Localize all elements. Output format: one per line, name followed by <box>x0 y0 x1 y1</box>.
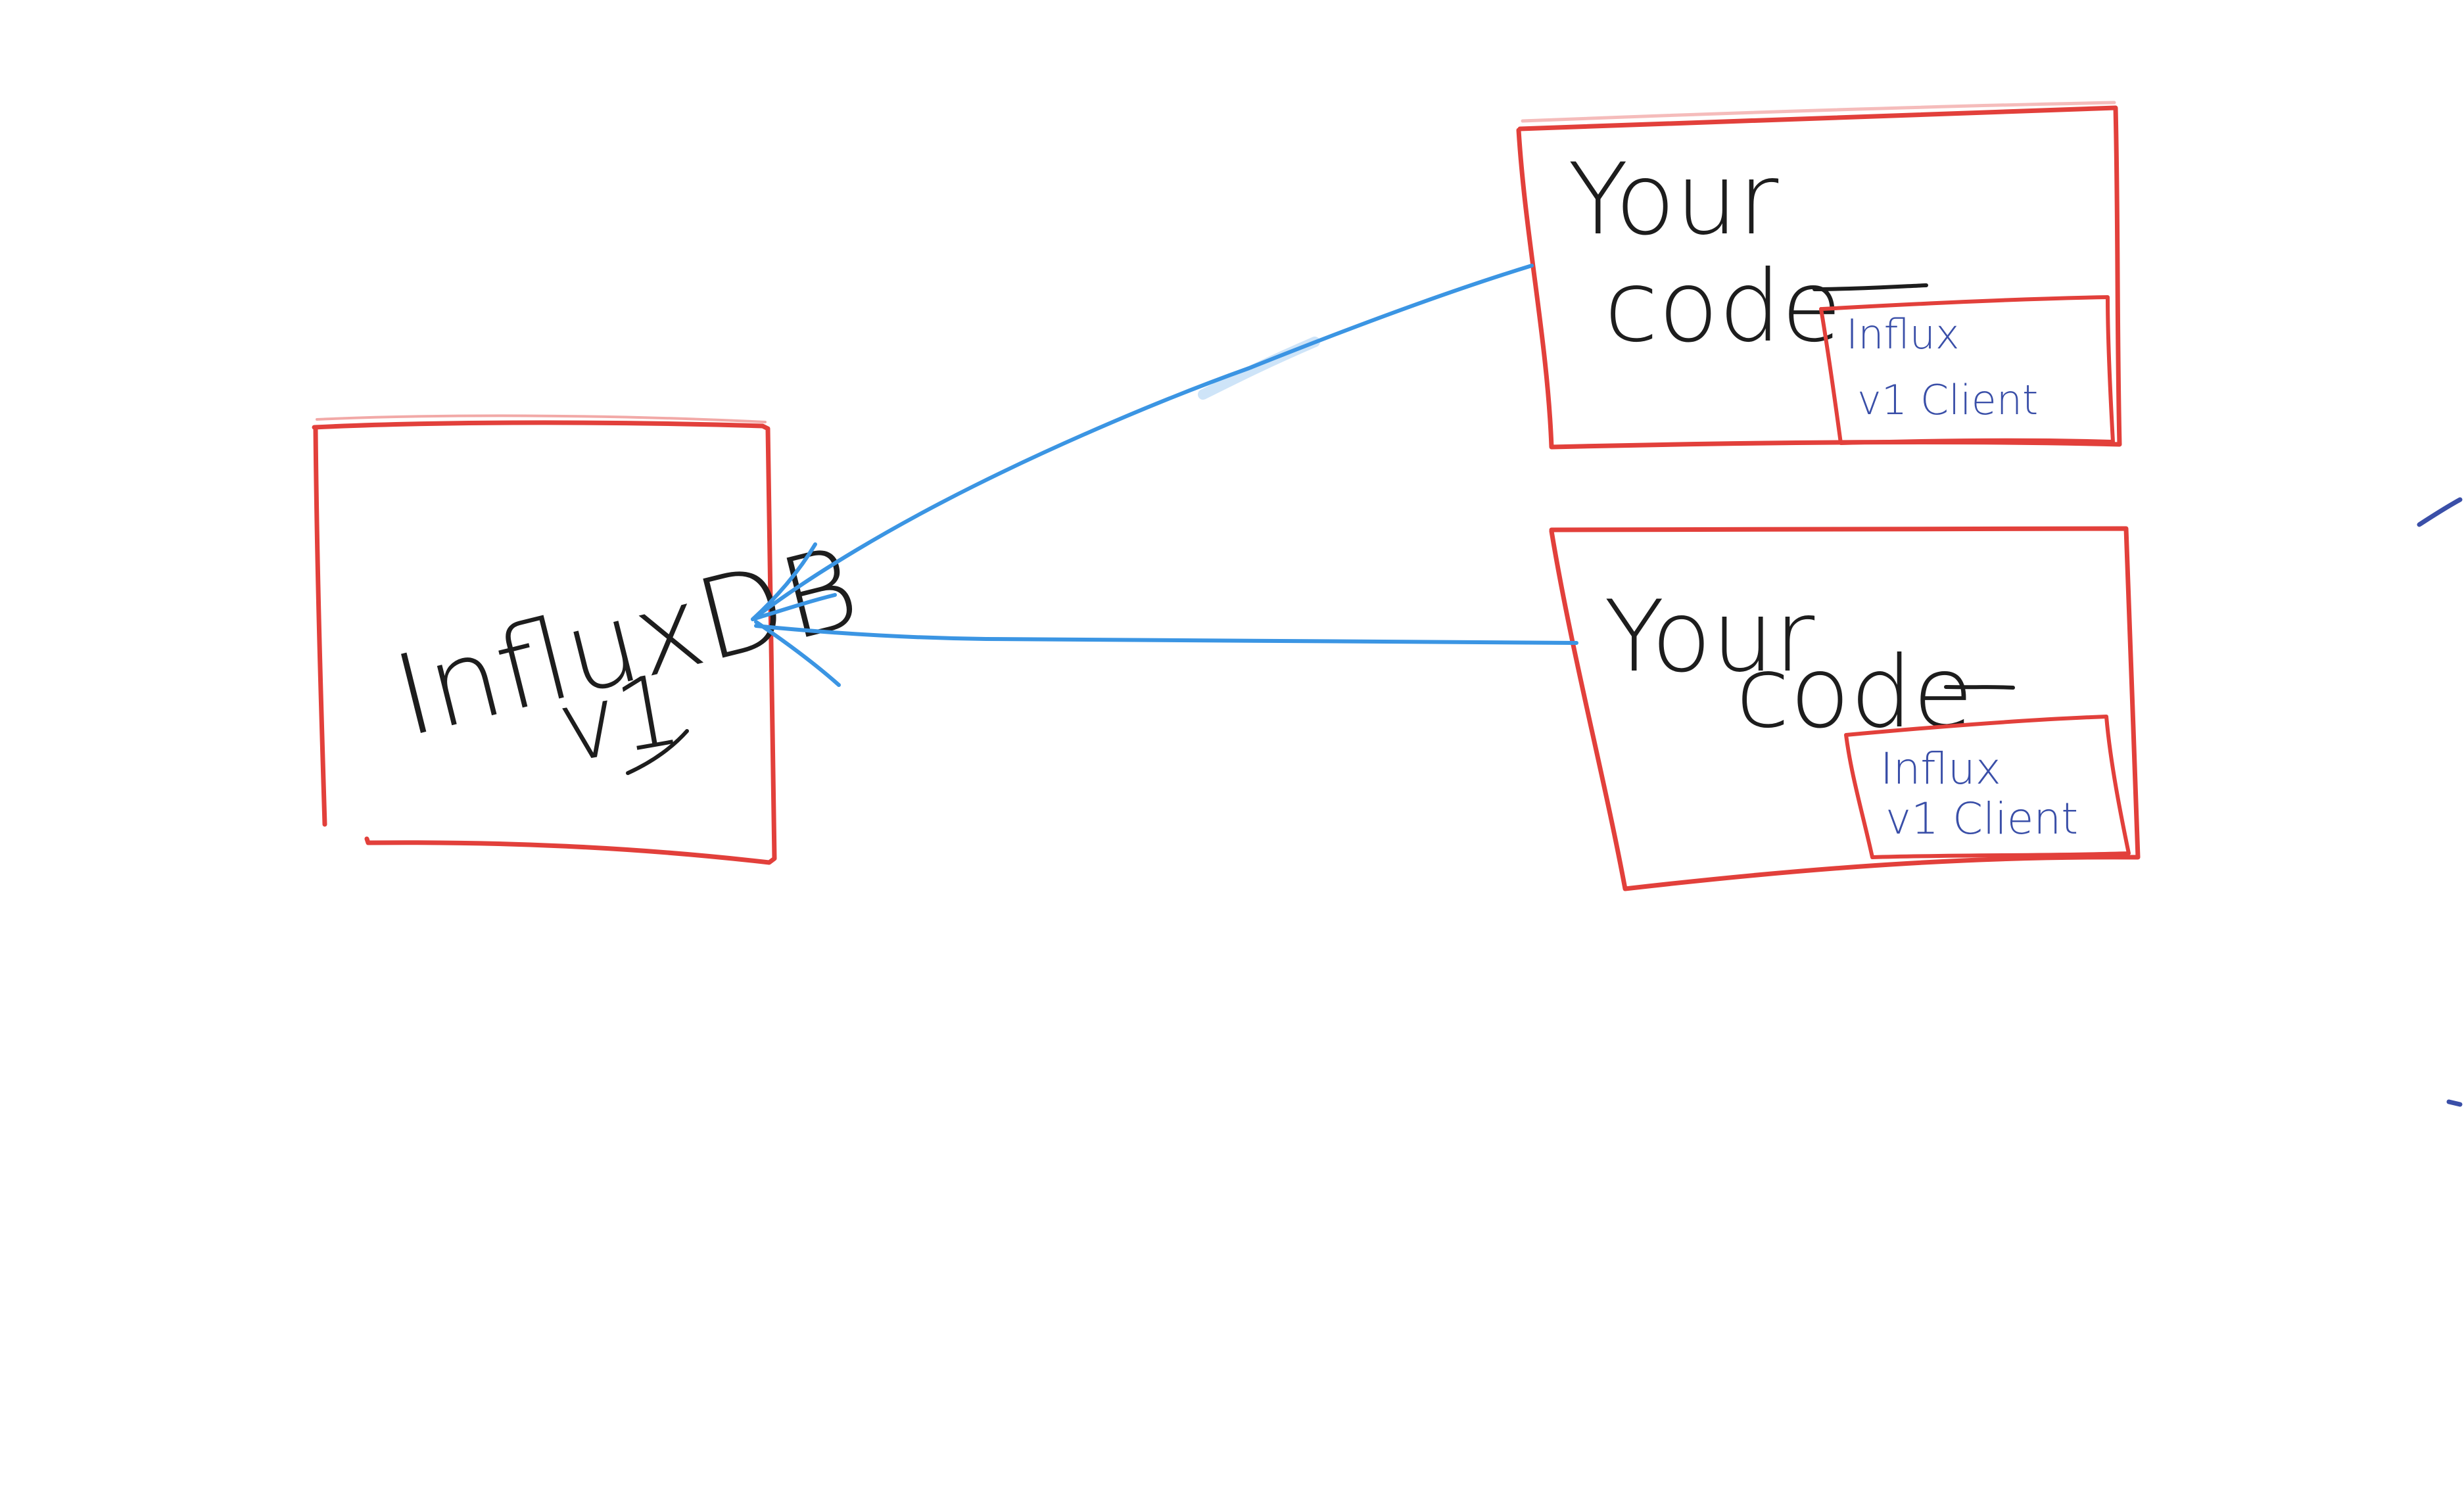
app-bottom-label-line1: Your <box>1604 580 1815 694</box>
app-bottom-client-line1: Influx <box>1880 744 2001 794</box>
arrow-top-to-influxdb <box>751 264 1534 621</box>
influxdb-node[interactable]: InfluxDB v1 <box>312 414 870 865</box>
app-bottom-client-box-outline <box>1844 715 2131 859</box>
edge-mark-bottom <box>2446 1099 2463 1107</box>
influxdb-version-label: v1 <box>550 652 689 786</box>
arrow-bottom-to-influxdb <box>754 620 1578 687</box>
app-top-client-box-outline <box>1819 295 2115 445</box>
app-bottom-box-outline <box>1549 526 2141 891</box>
app-top-label-line1: Your <box>1568 143 1779 257</box>
edge-mark-top <box>2417 497 2463 527</box>
app-bottom-node[interactable]: Your code Influx v1 Client <box>1549 526 2141 891</box>
arrow-bottom-line <box>754 624 1578 645</box>
app-top-code-underline <box>1812 283 1928 291</box>
arrow-top-head <box>751 542 837 621</box>
app-top-client-line2: v1 Client <box>1857 376 2038 424</box>
app-top-label-line2: code <box>1604 250 1842 364</box>
app-top-client-component[interactable]: Influx v1 Client <box>1819 295 2115 445</box>
arrow-top-line <box>751 264 1534 621</box>
arrow-bottom-head <box>754 620 841 687</box>
app-top-client-line1: Influx <box>1846 310 1960 358</box>
app-top-box-sketch-top <box>1521 101 2116 123</box>
app-top-node[interactable]: Your code Influx v1 Client <box>1516 101 2122 450</box>
app-bottom-label-line2: code <box>1736 636 1974 750</box>
influxdb-box-sketch-top <box>316 414 767 423</box>
app-bottom-client-line2: v1 Client <box>1885 793 2078 844</box>
app-bottom-code-underline <box>1944 685 2015 690</box>
influxdb-version-underline <box>626 729 689 775</box>
influxdb-box-outline <box>312 420 777 865</box>
app-top-box-outline <box>1516 105 2122 450</box>
app-bottom-client-component[interactable]: Influx v1 Client <box>1844 715 2131 859</box>
arrow-top-sketch <box>1198 337 1320 400</box>
